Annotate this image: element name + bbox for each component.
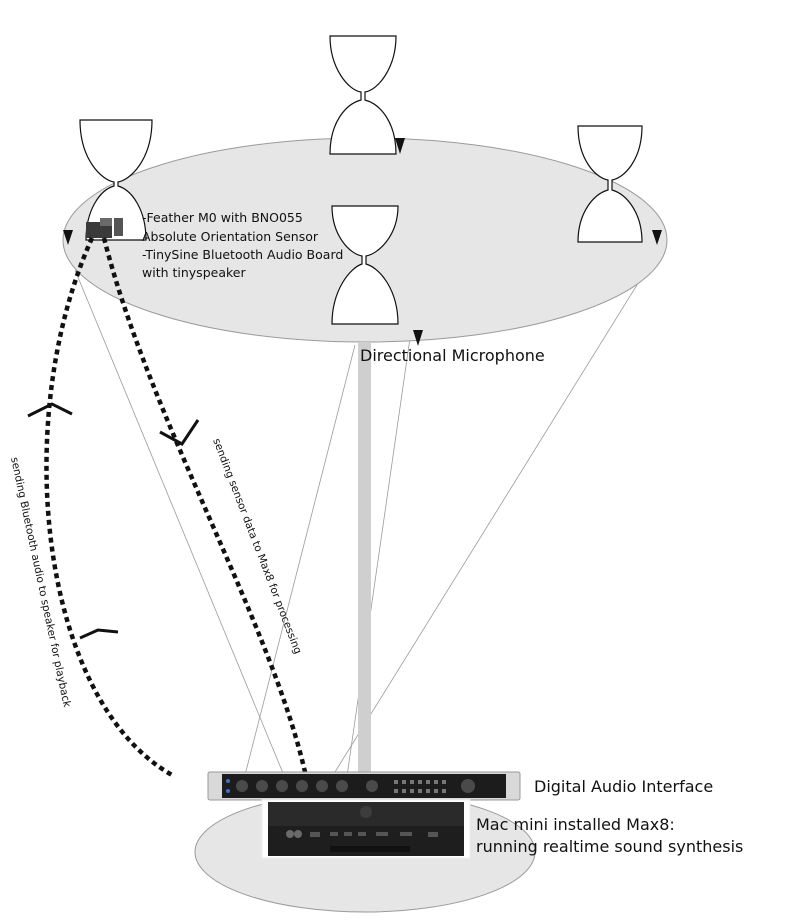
microphone-markers (63, 138, 662, 346)
mac-label-line2: running realtime sound synthesis (476, 837, 743, 856)
signal-paths (44, 237, 308, 777)
audio-interface (207, 771, 521, 801)
microphone-label: Directional Microphone (360, 346, 545, 365)
hourglass-speaker-right (577, 125, 643, 243)
mac-label-line1: Mac mini installed Max8: (476, 815, 675, 834)
bluetooth-path-label: sending Bluetooth audio to speaker for p… (8, 456, 73, 709)
microphone-pole (358, 342, 371, 772)
marker-top (395, 138, 405, 154)
hourglass-speaker-top (329, 35, 397, 155)
sensor-label-line2: Absolute Orientation Sensor (142, 229, 319, 244)
hourglass-speaker-center (331, 205, 399, 325)
sensor-label-line4: with tinyspeaker (142, 265, 246, 280)
bluetooth-audio-path (44, 237, 174, 777)
direction-arrows (27, 402, 200, 640)
support-lines (74, 269, 641, 791)
sensor-label-line1: -Feather M0 with BNO055 (142, 210, 303, 225)
arrow-bluetooth-lower (79, 628, 119, 640)
sensor-board (86, 218, 123, 238)
mac-mini (261, 799, 471, 859)
marker-center (413, 330, 423, 346)
hourglass-speaker-left (79, 119, 153, 241)
arrow-sensor-data (159, 419, 200, 446)
sensor-data-path-label: sending sensor data to Max8 for processi… (210, 437, 304, 656)
sensor-label-line3: -TinySine Bluetooth Audio Board (142, 247, 343, 262)
sensor-data-path (101, 237, 308, 773)
arrow-bluetooth-upper (27, 402, 73, 418)
marker-right (652, 230, 662, 245)
interface-label: Digital Audio Interface (534, 777, 713, 796)
marker-left (63, 230, 73, 245)
